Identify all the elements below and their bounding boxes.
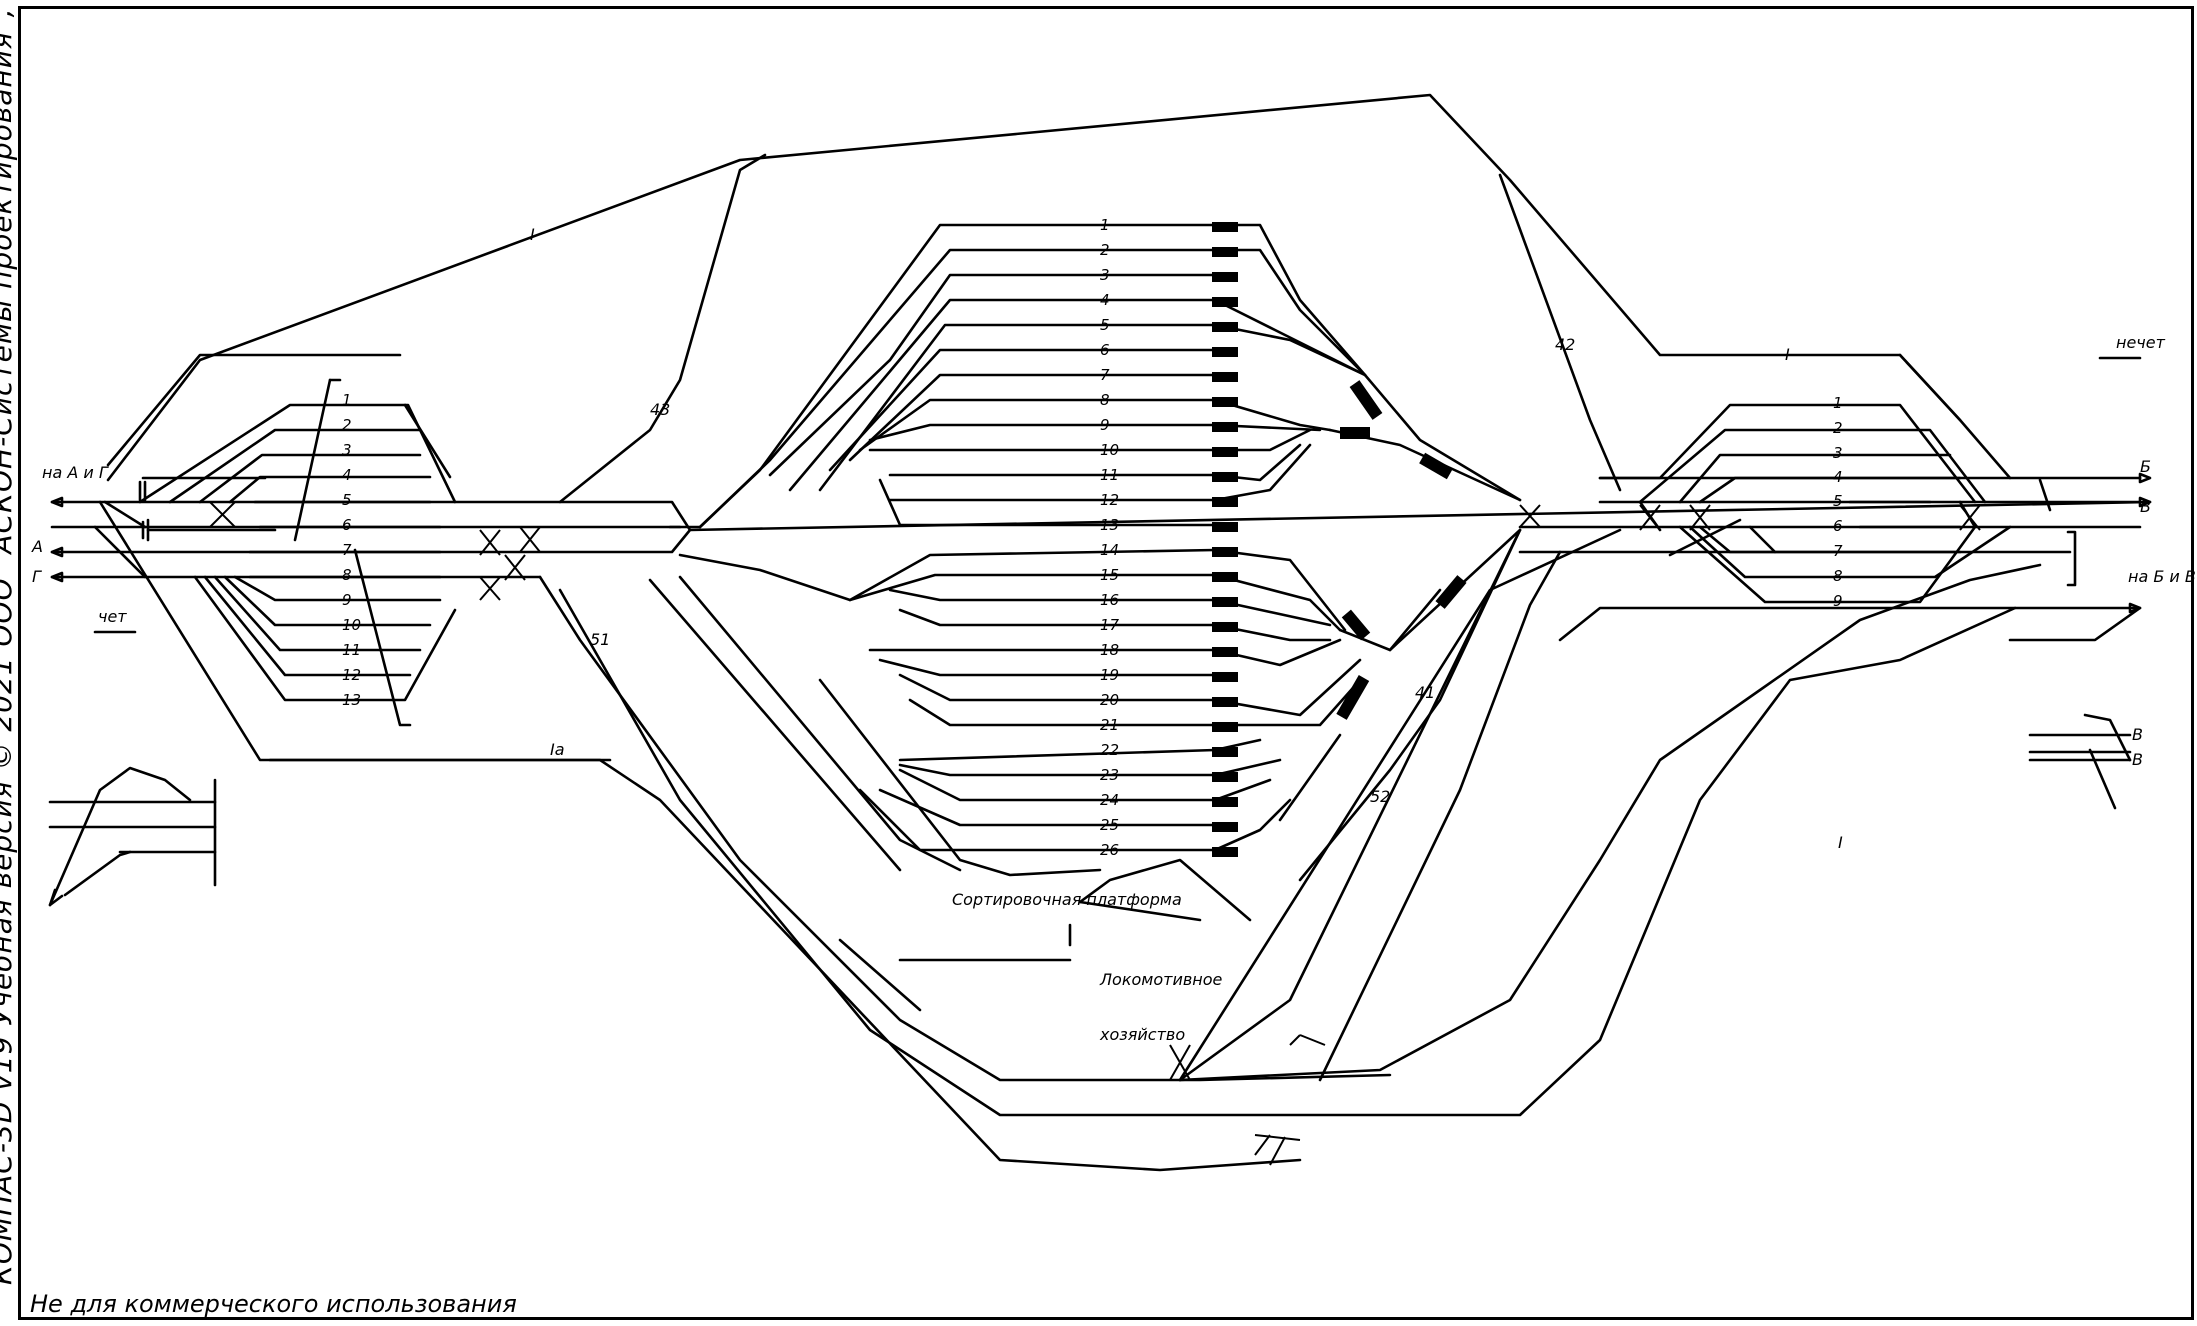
label-direction-v: В [2140,497,2151,516]
label-locomotive-1: Локомотивное [1099,970,1223,989]
label-sorting-platform: Сортировочная платформа [952,890,1182,909]
track-number: 6 [1100,341,1110,359]
track-number: 5 [1100,316,1110,334]
label-route-43: 43 [650,400,670,419]
label-direction-g: Г [32,567,42,586]
track-number: 7 [1833,542,1843,560]
track-number: 6 [1833,517,1843,535]
label-odd: нечет [2116,333,2166,352]
label-route-1-lower: I [1838,833,1843,852]
label-even: чет [98,607,127,626]
label-route-41: 41 [1415,683,1435,702]
retarders [1212,222,1467,857]
track-number: 22 [1100,741,1119,759]
track-number: 9 [342,591,352,609]
upper-bypass [106,93,1962,504]
label-locomotive-2: хозяйство [1099,1025,1185,1044]
track-number: 11 [1100,466,1119,484]
crossovers [209,501,1981,1166]
track-number: 4 [342,466,352,484]
track-number: 6 [342,516,352,534]
track-number: 8 [342,566,352,584]
track-number: 4 [1833,468,1843,486]
track-number: 2 [1833,419,1843,437]
track-number: 13 [342,691,361,709]
track-number: 21 [1100,716,1119,734]
track-number: 1 [342,391,352,409]
track-number: 3 [342,441,352,459]
drawing-frame [18,6,2194,1320]
direction-arrows [50,356,2152,634]
non-commercial-note: Не для коммерческого использования [30,1290,517,1318]
track-number: 26 [1100,841,1119,859]
label-to-b-v: на Б и В [2128,567,2196,586]
track-number: 5 [342,491,352,509]
label-inset-v2: В [2132,750,2143,769]
label-route-42: 42 [1555,335,1575,354]
track-number: 7 [1100,366,1110,384]
track-number: 24 [1100,791,1119,809]
track-number: 8 [1833,567,1843,585]
track-number: 3 [1100,266,1110,284]
track-number: 18 [1100,641,1119,659]
lower-lines [268,528,2042,1117]
label-direction-b: Б [2140,457,2151,476]
track-number: 2 [1100,241,1110,259]
label-route-51: 51 [590,630,610,649]
track-number: 8 [1100,391,1110,409]
left-park-track-numbers: 1 2 3 4 5 6 7 8 9 10 11 12 13 [342,391,361,709]
sorting-track-numbers: 1 2 3 4 5 6 7 8 9 10 11 12 13 14 15 16 1… [1100,216,1120,859]
track-number: 11 [342,641,361,659]
label-route-1-top: I [530,225,535,244]
track-number: 9 [1100,416,1110,434]
track-number: 2 [342,416,352,434]
track-number: 14 [1100,541,1119,559]
track-number: 10 [1100,441,1119,459]
track-number: 1 [1100,216,1110,234]
label-to-a-g: на А и Г [42,463,109,482]
label-route-1a: Iа [550,740,565,759]
sorting-yard [648,223,1367,877]
track-number: 13 [1100,516,1119,534]
track-number: 12 [342,666,361,684]
track-number: 5 [1833,492,1843,510]
track-number: 19 [1100,666,1119,684]
track-number: 12 [1100,491,1119,509]
track-number: 10 [342,616,361,634]
track-number: 15 [1100,566,1119,584]
right-park-track-numbers: 1 2 3 4 5 6 7 8 9 [1833,394,1843,610]
track-number: 25 [1100,816,1119,834]
inset-left [48,766,217,907]
track-number: 3 [1833,444,1843,462]
label-route-1-right: I [1785,345,1790,364]
diagram-labels: на А и Г на Б и В чет нечет Б В А Г В В … [31,225,2196,1044]
track-number: 1 [1833,394,1843,412]
label-direction-a: А [31,537,43,556]
track-number: 20 [1100,691,1119,709]
track-number: 9 [1833,592,1843,610]
track-number: 17 [1100,616,1120,634]
right-park [1558,353,2142,642]
track-number: 7 [342,541,352,559]
inset-right [2028,713,2132,810]
track-number: 23 [1100,766,1119,784]
label-inset-v1: В [2132,725,2143,744]
track-number: 4 [1100,291,1110,309]
track-number: 16 [1100,591,1119,609]
hump-convergence [1298,373,1522,882]
label-route-52: 52 [1370,787,1390,806]
left-park [93,353,1302,1172]
